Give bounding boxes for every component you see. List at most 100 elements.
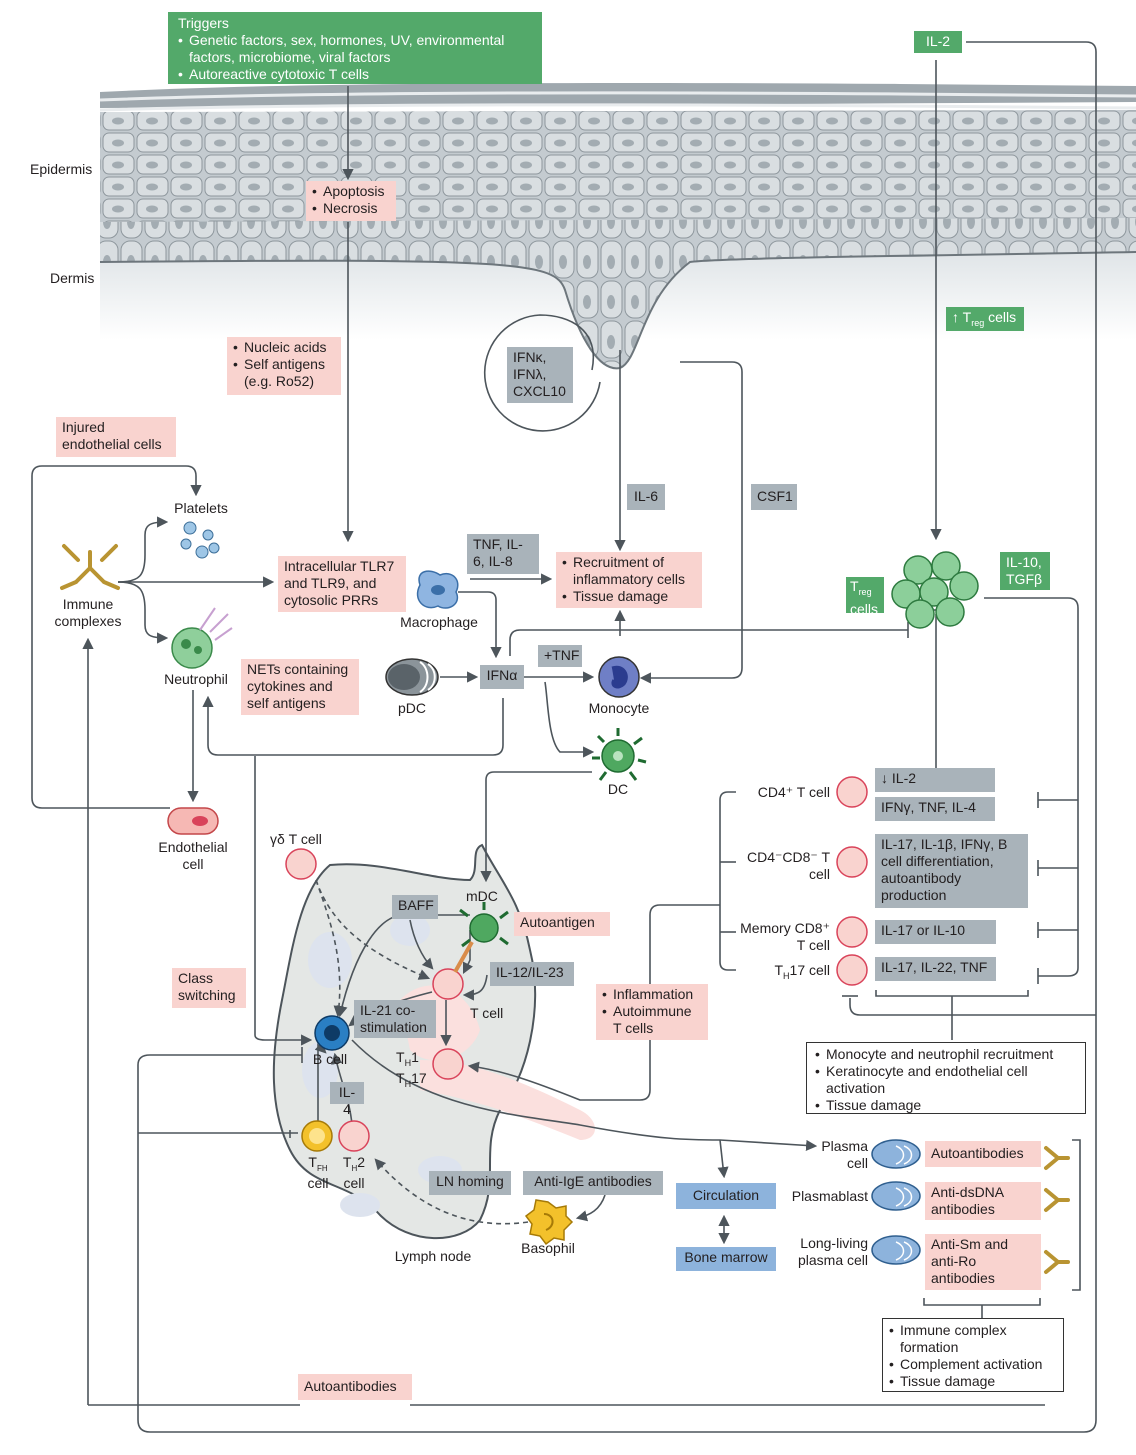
th17-sub2: H xyxy=(404,1078,412,1089)
ifn-circle-box: IFNκ, IFNλ, CXCL10 xyxy=(507,347,573,403)
th2-sub: H xyxy=(351,1163,358,1173)
anti-sm-ro-box: Anti-Sm and anti-Ro antibodies xyxy=(925,1234,1041,1290)
epidermis-label: Epidermis xyxy=(30,161,93,177)
effects-bottom-item: Immune complex formation xyxy=(889,1322,1057,1356)
platelets-icon xyxy=(180,521,220,559)
dermis-label: Dermis xyxy=(50,270,95,286)
cd4-t-cell-label: CD4⁺ T cell xyxy=(757,784,830,800)
treg-sub: reg xyxy=(971,317,985,328)
macrophage-icon xyxy=(416,570,459,609)
effects-bottom-item: Tissue damage xyxy=(889,1373,1057,1390)
neutrophil-label: Neutrophil xyxy=(164,671,228,687)
th1-th17-label: TH1 TH17 xyxy=(396,1050,427,1092)
gd-t-cell-label: γδ T cell xyxy=(270,831,322,847)
nucleic-acids-box: Nucleic acids Self antigens (e.g. Ro52) xyxy=(227,337,341,395)
long-living-plasma-label: Long-living plasma cell xyxy=(797,1235,868,1268)
memory-cd8-label: Memory CD8⁺ T cell xyxy=(740,920,830,953)
treg-cluster-icon xyxy=(891,551,979,629)
tfh-t: T xyxy=(308,1154,317,1170)
effects-bottom-item: Complement activation xyxy=(889,1356,1057,1373)
nucleic-item: Self antigens (e.g. Ro52) xyxy=(233,356,335,390)
anti-ige-box: Anti-IgE antibodies xyxy=(523,1171,663,1195)
platelets-label: Platelets xyxy=(174,500,228,516)
immune-complexes-label: Immune complexes xyxy=(54,596,122,629)
th17-rest: 17 cell xyxy=(789,962,830,978)
th17-t2: T xyxy=(396,1069,405,1086)
il21-costimulation-box: IL-21 co-stimulation xyxy=(354,1000,436,1038)
trigger-item: Autoreactive cytotoxic T cells xyxy=(178,66,532,83)
apoptosis-item: Necrosis xyxy=(312,200,390,217)
th1-sub: H xyxy=(404,1057,412,1068)
pdc-label: pDC xyxy=(397,700,426,716)
neutrophil-icon xyxy=(171,607,233,669)
treg-cells-rest: cells xyxy=(850,600,879,617)
trigger-item: Genetic factors, sex, hormones, UV, envi… xyxy=(178,32,532,66)
inflammation-item: Inflammation xyxy=(602,986,702,1003)
effects-top-box: Monocyte and neutrophil recruitment Kera… xyxy=(806,1042,1086,1114)
cell-shapes xyxy=(60,521,1070,1274)
ifng-tnf-il4-box: IFNγ, TNF, IL-4 xyxy=(875,797,995,821)
mdc-label: mDC xyxy=(466,888,498,904)
il12-il23-box: IL-12/IL-23 xyxy=(490,962,574,986)
recruitment-item: Tissue damage xyxy=(562,588,696,605)
antibody-icons xyxy=(1044,1146,1070,1274)
th2-t: T xyxy=(342,1154,352,1170)
apoptosis-item: Apoptosis xyxy=(312,183,390,200)
basophil-label: Basophil xyxy=(521,1240,575,1256)
th2-cell-label: TH2 cell xyxy=(336,1155,372,1191)
tlr-box: Intracellular TLR7 and TLR9, and cytosol… xyxy=(278,556,406,612)
dc-label: DC xyxy=(607,781,629,797)
b-cell-label: B cell xyxy=(312,1051,348,1067)
triggers-list: Genetic factors, sex, hormones, UV, envi… xyxy=(178,32,532,83)
tfh-rest: cell xyxy=(307,1174,329,1191)
autoantibodies-box: Autoantibodies xyxy=(925,1141,1041,1167)
il4-box: IL-4 xyxy=(330,1082,364,1117)
triggers-box: Triggers Genetic factors, sex, hormones,… xyxy=(168,12,542,84)
plasma-cell-icons xyxy=(871,1139,921,1265)
anti-dsdna-box: Anti-dsDNA antibodies xyxy=(925,1182,1041,1220)
treg-increase-box: ↑ Treg cells xyxy=(946,307,1024,331)
recruitment-item: Recruitment of inflammatory cells xyxy=(562,554,696,588)
il6-box: IL-6 xyxy=(627,484,665,510)
th17-n2: 17 xyxy=(411,1069,427,1086)
th17-t: T xyxy=(774,962,784,978)
il2-down-box: ↓ IL-2 xyxy=(875,768,995,792)
circulation-box: Circulation xyxy=(676,1183,776,1209)
bone-marrow-box: Bone marrow xyxy=(676,1247,776,1271)
cd4cd8-t-cell-label: CD4⁻CD8⁻ T cell xyxy=(747,849,830,882)
tfh-sub: FH xyxy=(316,1163,328,1173)
il17-or-il10-box: IL-17 or IL-10 xyxy=(875,920,996,944)
plus-tnf-box: +TNF xyxy=(538,645,582,667)
treg-rest: cells xyxy=(984,309,1017,325)
up-arrow-icon: ↑ xyxy=(952,309,959,325)
ifn-lambda: IFNλ, xyxy=(513,366,547,382)
tnf-il6-il8-box: TNF, IL-6, IL-8 xyxy=(467,534,539,574)
il10-tgfb-box: IL-10, TGFβ xyxy=(1000,552,1050,590)
recruitment-box: Recruitment of inflammatory cells Tissue… xyxy=(556,552,702,608)
ifn-kappa: IFNκ, xyxy=(513,349,547,365)
effects-top-item: Keratinocyte and endothelial cell activa… xyxy=(815,1063,1077,1097)
inflammation-item: Autoimmune T cells xyxy=(602,1003,702,1037)
endothelial-cell-label: Endothelial cell xyxy=(158,839,228,872)
plasmablast-label: Plasmablast xyxy=(791,1188,868,1204)
monocyte-label: Monocyte xyxy=(588,700,650,716)
injured-endothelial-box: Injured endothelial cells xyxy=(56,417,176,457)
pdc-icon xyxy=(385,658,439,696)
th2-n: 2 xyxy=(357,1154,366,1170)
autoantibodies-bottom-box: Autoantibodies xyxy=(298,1374,412,1400)
th17-sub: H xyxy=(783,970,790,981)
il2-top-box: IL-2 xyxy=(914,31,962,53)
ifna-box: IFNα xyxy=(480,665,524,689)
b-cell-icon xyxy=(314,1015,350,1051)
th2-rest: cell xyxy=(343,1174,365,1191)
effects-top-item: Tissue damage xyxy=(815,1097,1077,1114)
treg-cells-sub: reg xyxy=(858,586,872,597)
t-cell-label: T cell xyxy=(470,1005,504,1021)
dashed-lines xyxy=(315,879,529,1225)
il17-differentiation-box: IL-17, IL-1β, IFNγ, B cell differentiati… xyxy=(875,834,1028,908)
th17-cell-label: TH17 cell xyxy=(740,962,830,985)
inflammation-box: Inflammation Autoimmune T cells xyxy=(596,984,708,1040)
nets-box: NETs containing cytokines and self antig… xyxy=(241,659,359,715)
